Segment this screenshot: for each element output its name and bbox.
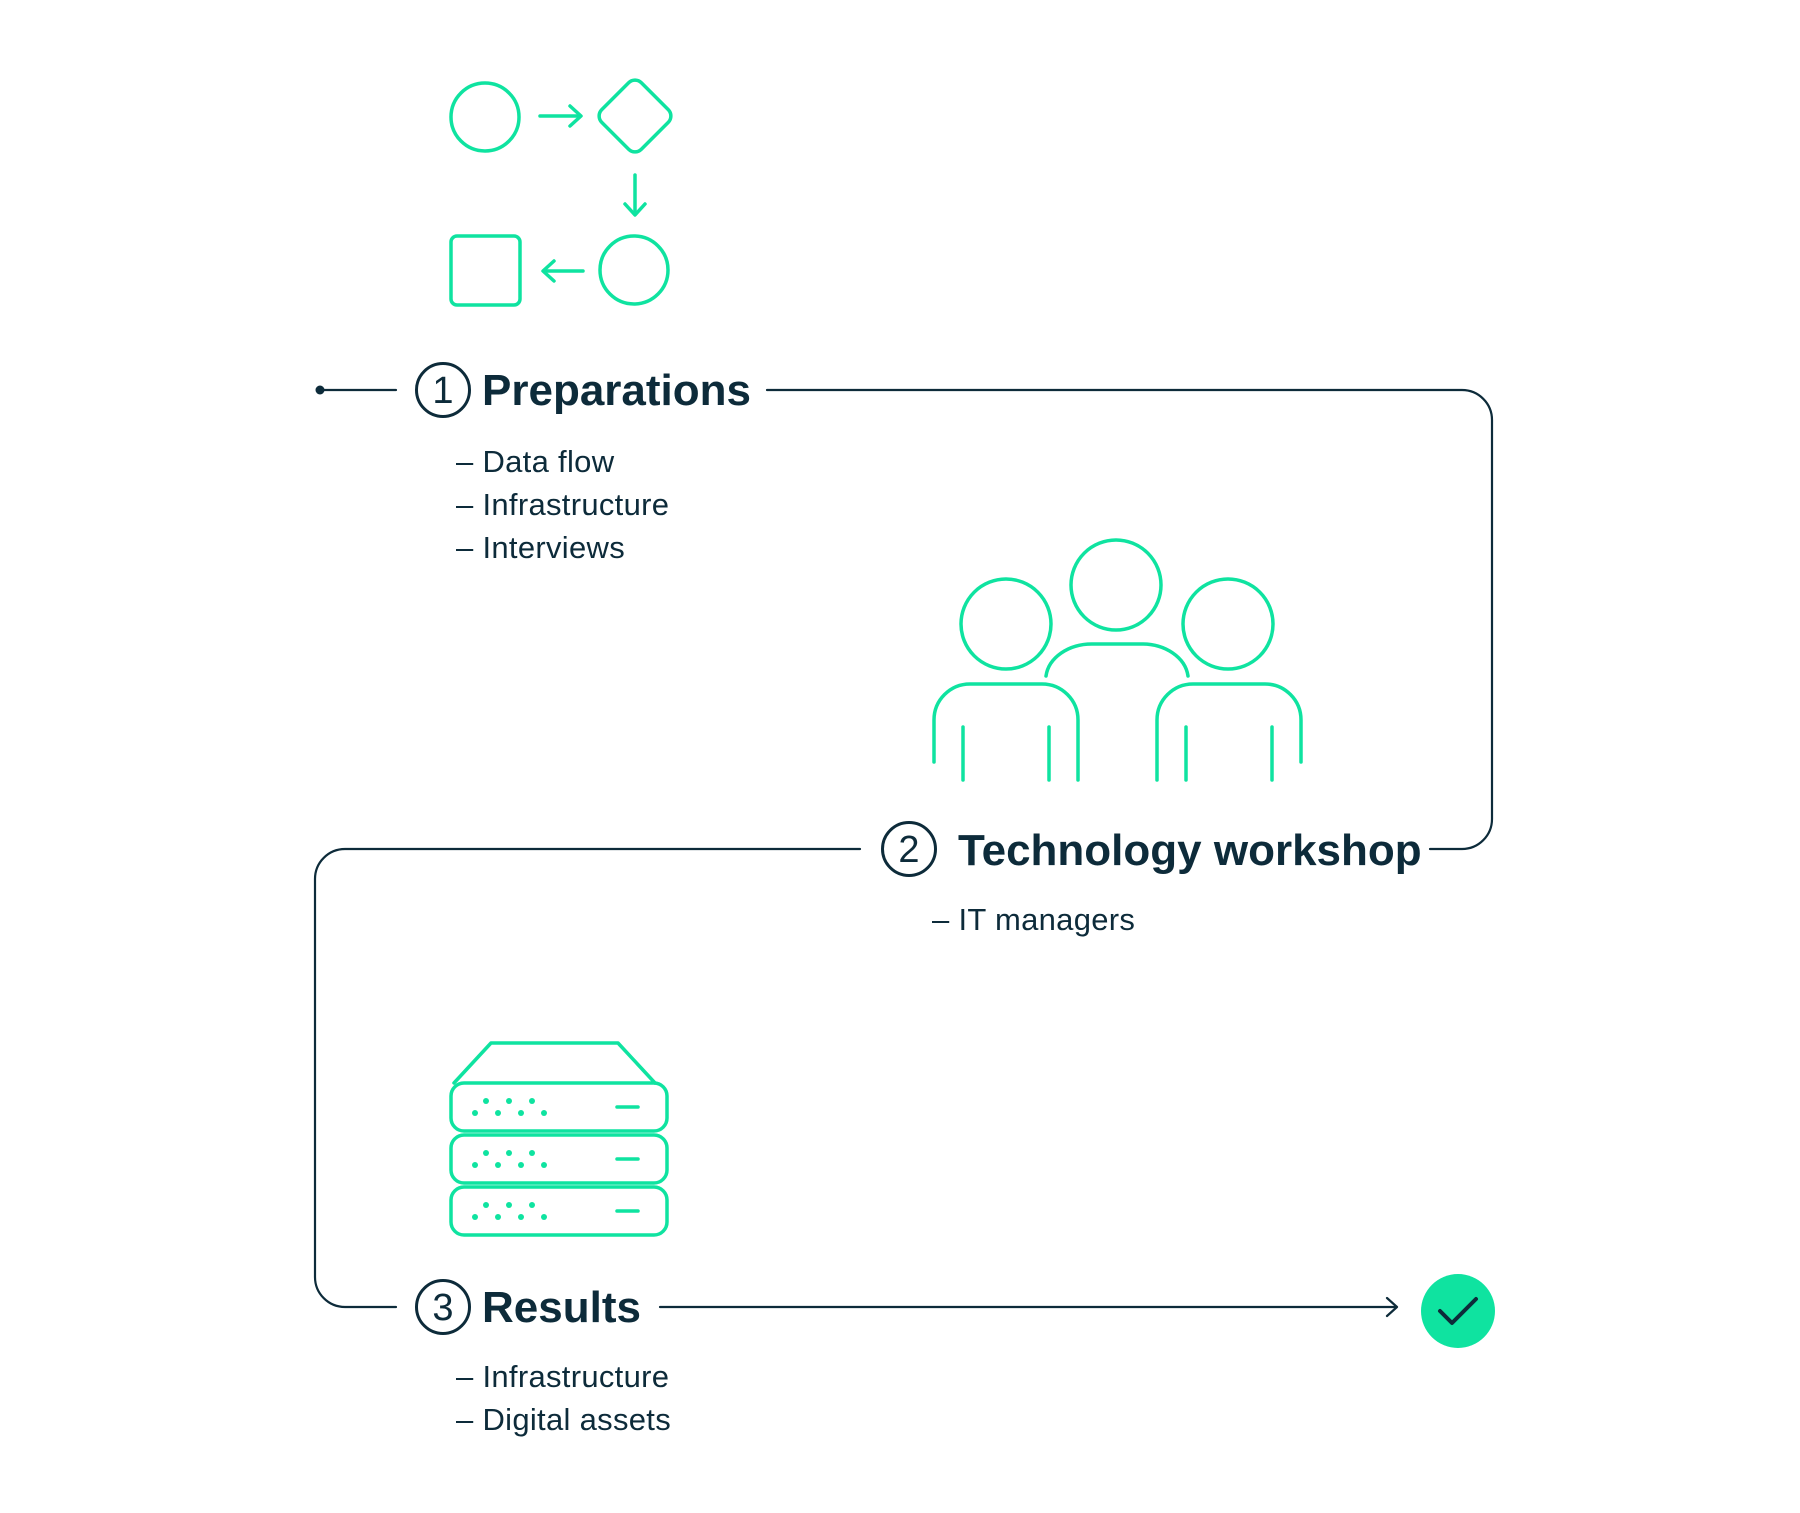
- end-marker: [1421, 1274, 1495, 1348]
- check-icon: [1438, 1297, 1478, 1325]
- process-connector: [313, 385, 1494, 1318]
- step-1-number-badge: 1: [415, 362, 471, 418]
- step-3-number-badge: 3: [415, 1279, 471, 1335]
- step-1-item: – Interviews: [456, 530, 625, 565]
- step-2-number-badge: 2: [881, 821, 937, 877]
- server-stack-icon: [449, 1041, 669, 1237]
- step-1: 1 Preparations – Data flow – Infrastruct…: [415, 362, 751, 565]
- step-2-item: – IT managers: [932, 902, 1135, 937]
- people-group-icon: [932, 538, 1303, 782]
- connector-step2-to-step3: [313, 847, 862, 1309]
- step-3: 3 Results – Infrastructure – Digital ass…: [415, 1279, 671, 1437]
- step-1-item: – Infrastructure: [456, 487, 669, 522]
- step-number: 1: [432, 370, 453, 412]
- arrowhead: [1385, 1296, 1399, 1318]
- connector-step1-to-step2: [765, 388, 1494, 851]
- step-2: 2 Technology workshop – IT managers: [881, 821, 1422, 937]
- step-3-title: Results: [482, 1283, 641, 1332]
- step-number: 2: [898, 829, 919, 871]
- flowchart-icon: [449, 78, 673, 307]
- step-1-item: – Data flow: [456, 444, 615, 479]
- step-number: 3: [432, 1287, 453, 1329]
- step-3-item: – Digital assets: [456, 1402, 671, 1437]
- step-1-title: Preparations: [482, 366, 751, 415]
- step-3-item: – Infrastructure: [456, 1359, 669, 1394]
- step-2-title: Technology workshop: [958, 826, 1422, 875]
